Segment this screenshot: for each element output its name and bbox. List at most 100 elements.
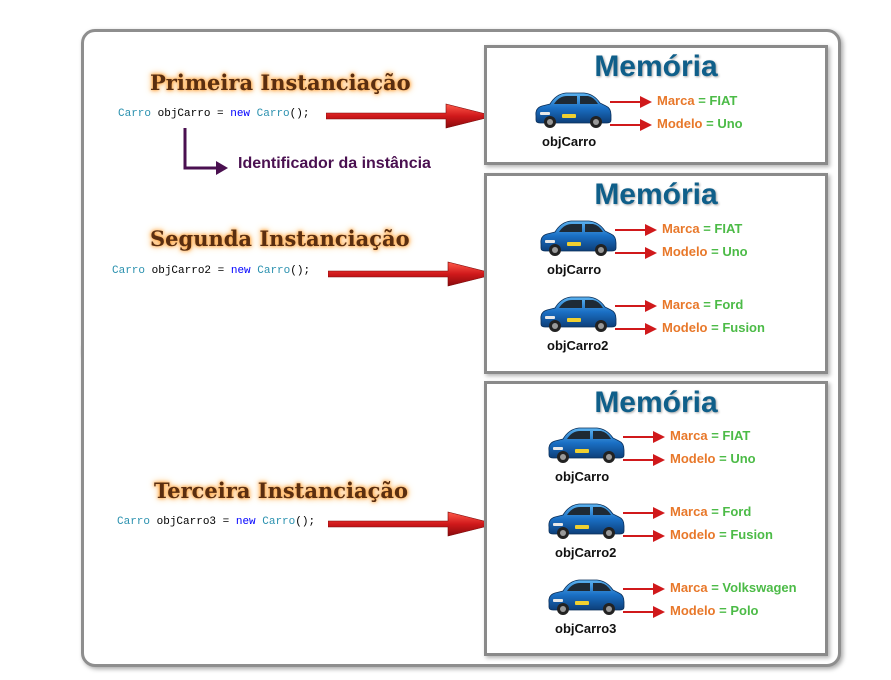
- attribute-arrow: [615, 323, 657, 335]
- attribute-arrow: [610, 96, 652, 108]
- attribute-arrow: [623, 583, 665, 595]
- attribute-marca: Marca = Ford: [662, 297, 743, 312]
- car-icon: [548, 427, 625, 464]
- code-var: objCarro3 =: [150, 516, 236, 528]
- car-icon: [548, 579, 625, 616]
- attribute-key: Modelo: [657, 116, 703, 131]
- attribute-arrow: [623, 454, 665, 466]
- attribute-key: Marca: [657, 93, 695, 108]
- memory-box-2: Memória: [484, 173, 828, 374]
- big-arrow-3: [328, 511, 497, 537]
- car-icon: [548, 503, 625, 540]
- attribute-equals: =: [699, 297, 715, 312]
- attribute-value: FIAT: [709, 93, 738, 108]
- code-class: Carro: [255, 516, 296, 528]
- attribute-arrow: [615, 224, 657, 236]
- car-icon: [535, 92, 612, 129]
- code-end: ();: [289, 108, 310, 120]
- attribute-value: Ford: [722, 504, 752, 519]
- identifier-label: Identificador da instância: [238, 155, 431, 172]
- attribute-arrow: [615, 247, 657, 259]
- attribute-arrow: [623, 606, 665, 618]
- attribute-arrow: [623, 507, 665, 519]
- code-keyword: new: [235, 516, 256, 528]
- code-line-3: Carro objCarro3 = new Carro();: [117, 516, 315, 528]
- memory-title: Memória: [594, 178, 718, 211]
- memory-title: Memória: [594, 386, 718, 419]
- attribute-key: Modelo: [662, 320, 708, 335]
- attribute-value: FIAT: [714, 221, 743, 236]
- section-title-1: Primeira Instanciação: [150, 70, 411, 95]
- attribute-modelo: Modelo = Fusion: [670, 527, 773, 542]
- attribute-equals: =: [707, 580, 723, 595]
- attribute-marca: Marca = FIAT: [657, 93, 737, 108]
- big-arrow-2: [328, 261, 497, 287]
- attribute-key: Marca: [662, 221, 700, 236]
- attribute-key: Marca: [670, 504, 708, 519]
- attribute-key: Marca: [670, 580, 708, 595]
- attribute-arrow: [623, 431, 665, 443]
- attribute-arrow: [615, 300, 657, 312]
- attribute-marca: Marca = FIAT: [662, 221, 742, 236]
- car-icon: [540, 296, 617, 333]
- attribute-marca: Marca = FIAT: [670, 428, 750, 443]
- attribute-modelo: Modelo = Uno: [662, 244, 748, 259]
- attribute-key: Modelo: [670, 603, 716, 618]
- code-keyword: new: [230, 108, 251, 120]
- attribute-modelo: Modelo = Fusion: [662, 320, 765, 335]
- attribute-marca: Marca = Ford: [670, 504, 751, 519]
- big-arrow-1: [326, 103, 495, 129]
- code-line-1: Carro objCarro = new Carro();: [118, 108, 309, 120]
- attribute-value: Uno: [722, 244, 748, 259]
- attribute-equals: =: [715, 527, 731, 542]
- attribute-arrow: [623, 530, 665, 542]
- object-name: objCarro2: [555, 545, 617, 560]
- object-name: objCarro3: [555, 621, 617, 636]
- attribute-equals: =: [707, 504, 723, 519]
- attribute-equals: =: [715, 451, 731, 466]
- memory-title: Memória: [594, 50, 718, 83]
- code-keyword: new: [230, 265, 251, 277]
- attribute-key: Modelo: [670, 451, 716, 466]
- attribute-value: Fusion: [722, 320, 765, 335]
- attribute-value: Fusion: [730, 527, 773, 542]
- attribute-key: Marca: [662, 297, 700, 312]
- attribute-equals: =: [707, 244, 723, 259]
- attribute-equals: =: [715, 603, 731, 618]
- attribute-modelo: Modelo = Polo: [670, 603, 759, 618]
- code-var: objCarro =: [151, 108, 231, 120]
- section-title-3: Terceira Instanciação: [154, 478, 409, 503]
- attribute-value: Volkswagen: [722, 580, 797, 595]
- object-name: objCarro: [547, 262, 602, 277]
- attribute-equals: =: [699, 221, 715, 236]
- code-end: ();: [295, 516, 316, 528]
- attribute-value: FIAT: [722, 428, 751, 443]
- object-name: objCarro: [555, 469, 610, 484]
- car-icon: [540, 220, 617, 257]
- section-title-2: Segunda Instanciação: [150, 226, 410, 251]
- attribute-equals: =: [694, 93, 710, 108]
- identifier-arrow: [183, 128, 228, 175]
- attribute-key: Modelo: [670, 527, 716, 542]
- code-class: Carro: [250, 265, 291, 277]
- code-end: ();: [290, 265, 311, 277]
- attribute-value: Uno: [717, 116, 743, 131]
- attribute-equals: =: [702, 116, 718, 131]
- attribute-value: Ford: [714, 297, 744, 312]
- code-var: objCarro2 =: [145, 265, 231, 277]
- memory-box-1: Memória: [484, 45, 828, 165]
- code-class: Carro: [112, 265, 146, 277]
- attribute-value: Uno: [730, 451, 756, 466]
- code-line-2: Carro objCarro2 = new Carro();: [112, 265, 310, 277]
- attribute-equals: =: [707, 320, 723, 335]
- code-class: Carro: [117, 516, 151, 528]
- attribute-modelo: Modelo = Uno: [670, 451, 756, 466]
- attribute-key: Marca: [670, 428, 708, 443]
- attribute-marca: Marca = Volkswagen: [670, 580, 797, 595]
- attribute-value: Polo: [730, 603, 759, 618]
- attribute-key: Modelo: [662, 244, 708, 259]
- attribute-equals: =: [707, 428, 723, 443]
- attribute-arrow: [610, 119, 652, 131]
- code-class: Carro: [250, 108, 290, 120]
- object-name: objCarro: [542, 134, 597, 149]
